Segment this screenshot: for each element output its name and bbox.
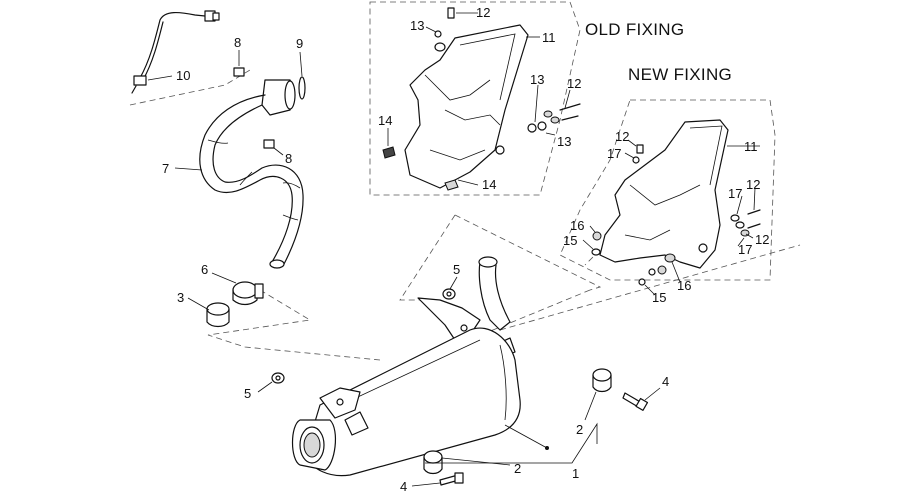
callout-old-guard: 11 (542, 30, 556, 45)
callout-new-spacer-right-low: 17 (738, 242, 752, 257)
exhaust-gasket (298, 76, 306, 100)
callout-nut-upper: 5 (453, 262, 460, 277)
callout-clamp: 6 (201, 262, 208, 277)
callout-bolt-bottom: 4 (400, 479, 407, 494)
callout-bolt-right: 4 (662, 374, 669, 389)
callout-new-spacer-right: 17 (728, 186, 742, 201)
old-washer-top-b (434, 42, 446, 52)
callout-old-washer-top: 13 (410, 18, 424, 33)
new-washer-bottom (638, 278, 646, 286)
clamp (232, 281, 264, 306)
new-bush-left (592, 231, 602, 241)
callout-muffler: 1 (572, 466, 579, 481)
rubber-mount-bottom (423, 450, 443, 475)
callout-new-washer-left: 15 (563, 233, 577, 248)
new-fixing-panel: NEW FIXING (559, 65, 776, 305)
old-screw-top (447, 7, 455, 19)
header-pipe (199, 79, 304, 269)
callout-gasket-top: 9 (296, 36, 303, 51)
callout-new-screw-right-low: 12 (755, 232, 769, 247)
callout-new-guard: 11 (744, 139, 758, 154)
sensor-pin (233, 67, 245, 77)
callout-new-bush-left: 16 (570, 218, 584, 233)
heat-guard-old (404, 24, 529, 189)
manifold-pin (263, 139, 275, 149)
callout-old-washer-mid: 13 (530, 72, 544, 87)
callout-header-pipe: 7 (162, 161, 169, 176)
nut-left (271, 372, 285, 384)
callout-rubber-bottom: 2 (514, 461, 521, 476)
sleeve (206, 302, 230, 328)
callout-manifold-pin: 8 (285, 151, 292, 166)
callout-old-pad-bottom: 14 (482, 177, 496, 192)
callout-new-bush-bottom: 16 (677, 278, 691, 293)
old-pad-left (382, 146, 396, 159)
bolt-right (622, 392, 649, 411)
nut-upper (442, 288, 456, 300)
callout-old-pad-left: 14 (378, 113, 392, 128)
callout-rubber-right: 2 (576, 422, 583, 437)
old-fixing-title: OLD FIXING (585, 20, 684, 39)
bolt-bottom (439, 472, 464, 486)
callout-nut-left: 5 (244, 386, 251, 401)
old-washer-top-a (434, 30, 442, 38)
old-pad-bottom (444, 179, 459, 191)
callout-sensor-pin: 8 (234, 35, 241, 50)
callout-old-washer-low: 13 (557, 134, 571, 149)
callout-new-spacer-left: 17 (607, 146, 621, 161)
muffler (291, 256, 521, 477)
lambda-sensor (131, 10, 220, 94)
old-washer-mid-b (537, 121, 547, 131)
callout-new-screw-right: 12 (746, 177, 760, 192)
callout-old-screw-mid: 12 (567, 76, 581, 91)
new-bush-bottom (664, 253, 676, 263)
heat-guard-new (599, 119, 729, 269)
callout-new-washer-bottom: 15 (652, 290, 666, 305)
new-fixing-title: NEW FIXING (628, 65, 732, 84)
callout-sleeve: 3 (177, 290, 184, 305)
old-washer-mid-a (527, 123, 537, 133)
callout-lambda-sensor: 10 (176, 68, 190, 83)
new-washer-left (591, 248, 601, 256)
callout-old-screw-top: 12 (476, 5, 490, 20)
callout-new-screw-left: 12 (615, 129, 629, 144)
rubber-mount-right (592, 368, 612, 393)
old-fixing-panel: OLD FIXING 12 13 (369, 1, 684, 196)
